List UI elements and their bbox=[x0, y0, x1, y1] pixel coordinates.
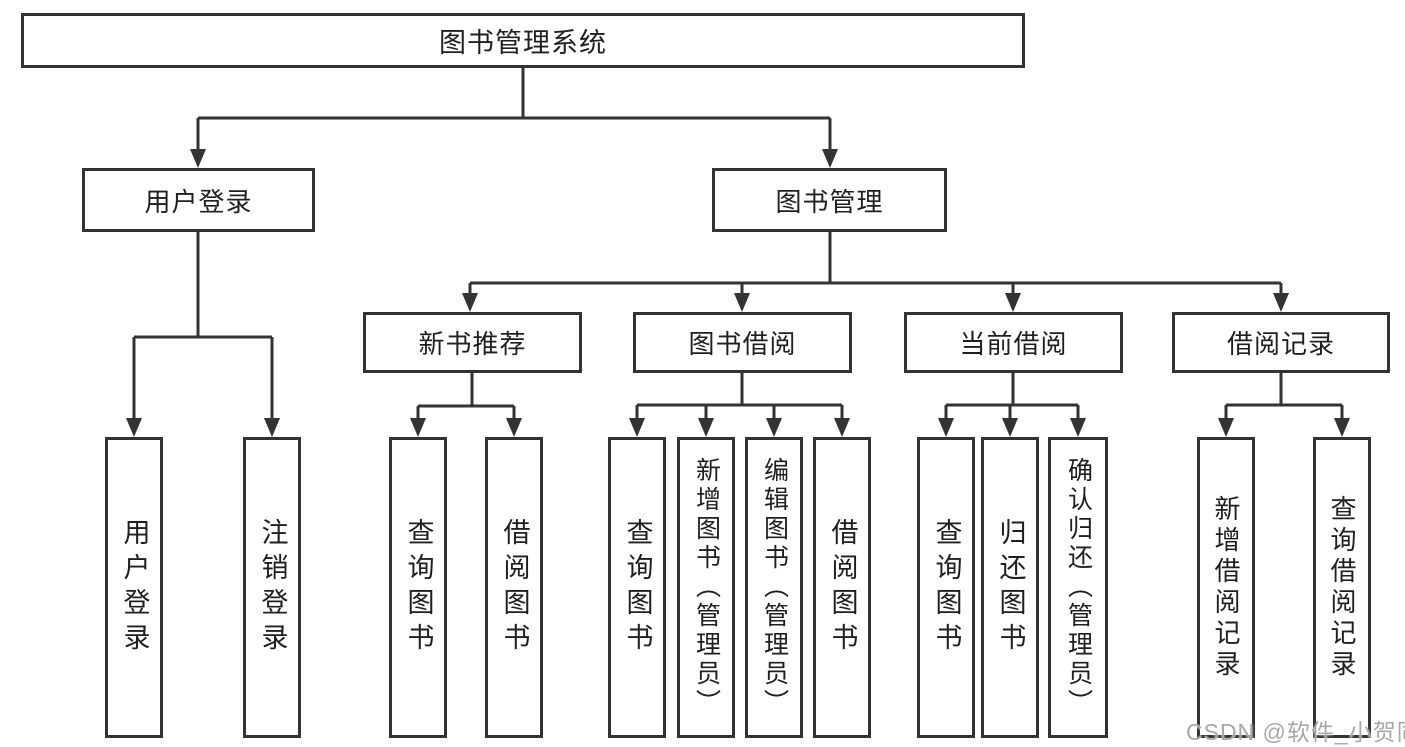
node-user-login: 用户登录 bbox=[82, 168, 315, 232]
leaf-query-books-3: 查询图书 bbox=[917, 437, 975, 738]
leaf-return-books-label: 归还图书 bbox=[995, 517, 1026, 658]
leaf-borrow-books-1: 借阅图书 bbox=[485, 437, 543, 738]
leaf-borrow-books-2: 借阅图书 bbox=[813, 437, 871, 738]
node-book-borrow: 图书借阅 bbox=[633, 312, 852, 373]
node-root-book-management-system: 图书管理系统 bbox=[21, 13, 1025, 68]
node-book-management: 图书管理 bbox=[712, 168, 947, 232]
leaf-confirm-return-admin-label: 确认归还（管理员） bbox=[1064, 457, 1093, 718]
leaf-return-books: 归还图书 bbox=[981, 437, 1039, 738]
leaf-query-books-2-label: 查询图书 bbox=[622, 517, 653, 658]
leaf-edit-books-admin: 编辑图书（管理员） bbox=[745, 437, 803, 738]
arrowheads bbox=[126, 149, 1350, 437]
leaf-query-borrow-record-label: 查询借阅记录 bbox=[1327, 494, 1357, 681]
leaf-add-books-admin-label: 新增图书（管理员） bbox=[692, 457, 721, 718]
leaf-logout: 注销登录 bbox=[243, 437, 301, 738]
leaf-query-books-1-label: 查询图书 bbox=[403, 517, 434, 658]
leaf-borrow-books-2-label: 借阅图书 bbox=[827, 517, 858, 658]
leaf-user-login-label: 用户登录 bbox=[119, 517, 150, 658]
leaf-logout-label: 注销登录 bbox=[257, 517, 288, 658]
leaf-query-books-2: 查询图书 bbox=[608, 437, 666, 738]
node-current-borrow: 当前借阅 bbox=[904, 312, 1123, 373]
leaf-query-borrow-record: 查询借阅记录 bbox=[1313, 437, 1371, 738]
leaf-edit-books-admin-label: 编辑图书（管理员） bbox=[760, 457, 789, 718]
leaf-query-books-1: 查询图书 bbox=[389, 437, 447, 738]
leaf-add-books-admin: 新增图书（管理员） bbox=[677, 437, 735, 738]
leaf-add-borrow-record: 新增借阅记录 bbox=[1197, 437, 1255, 738]
csdn-watermark: CSDN @软件_小贺同学 bbox=[1186, 719, 1405, 745]
leaf-borrow-books-1-label: 借阅图书 bbox=[499, 517, 530, 658]
node-new-book-recommend: 新书推荐 bbox=[363, 312, 582, 373]
leaf-add-borrow-record-label: 新增借阅记录 bbox=[1211, 494, 1241, 681]
leaf-user-login: 用户登录 bbox=[105, 437, 163, 738]
leaf-confirm-return-admin: 确认归还（管理员） bbox=[1048, 437, 1108, 738]
node-borrow-records: 借阅记录 bbox=[1172, 312, 1390, 373]
leaf-query-books-3-label: 查询图书 bbox=[931, 517, 962, 658]
